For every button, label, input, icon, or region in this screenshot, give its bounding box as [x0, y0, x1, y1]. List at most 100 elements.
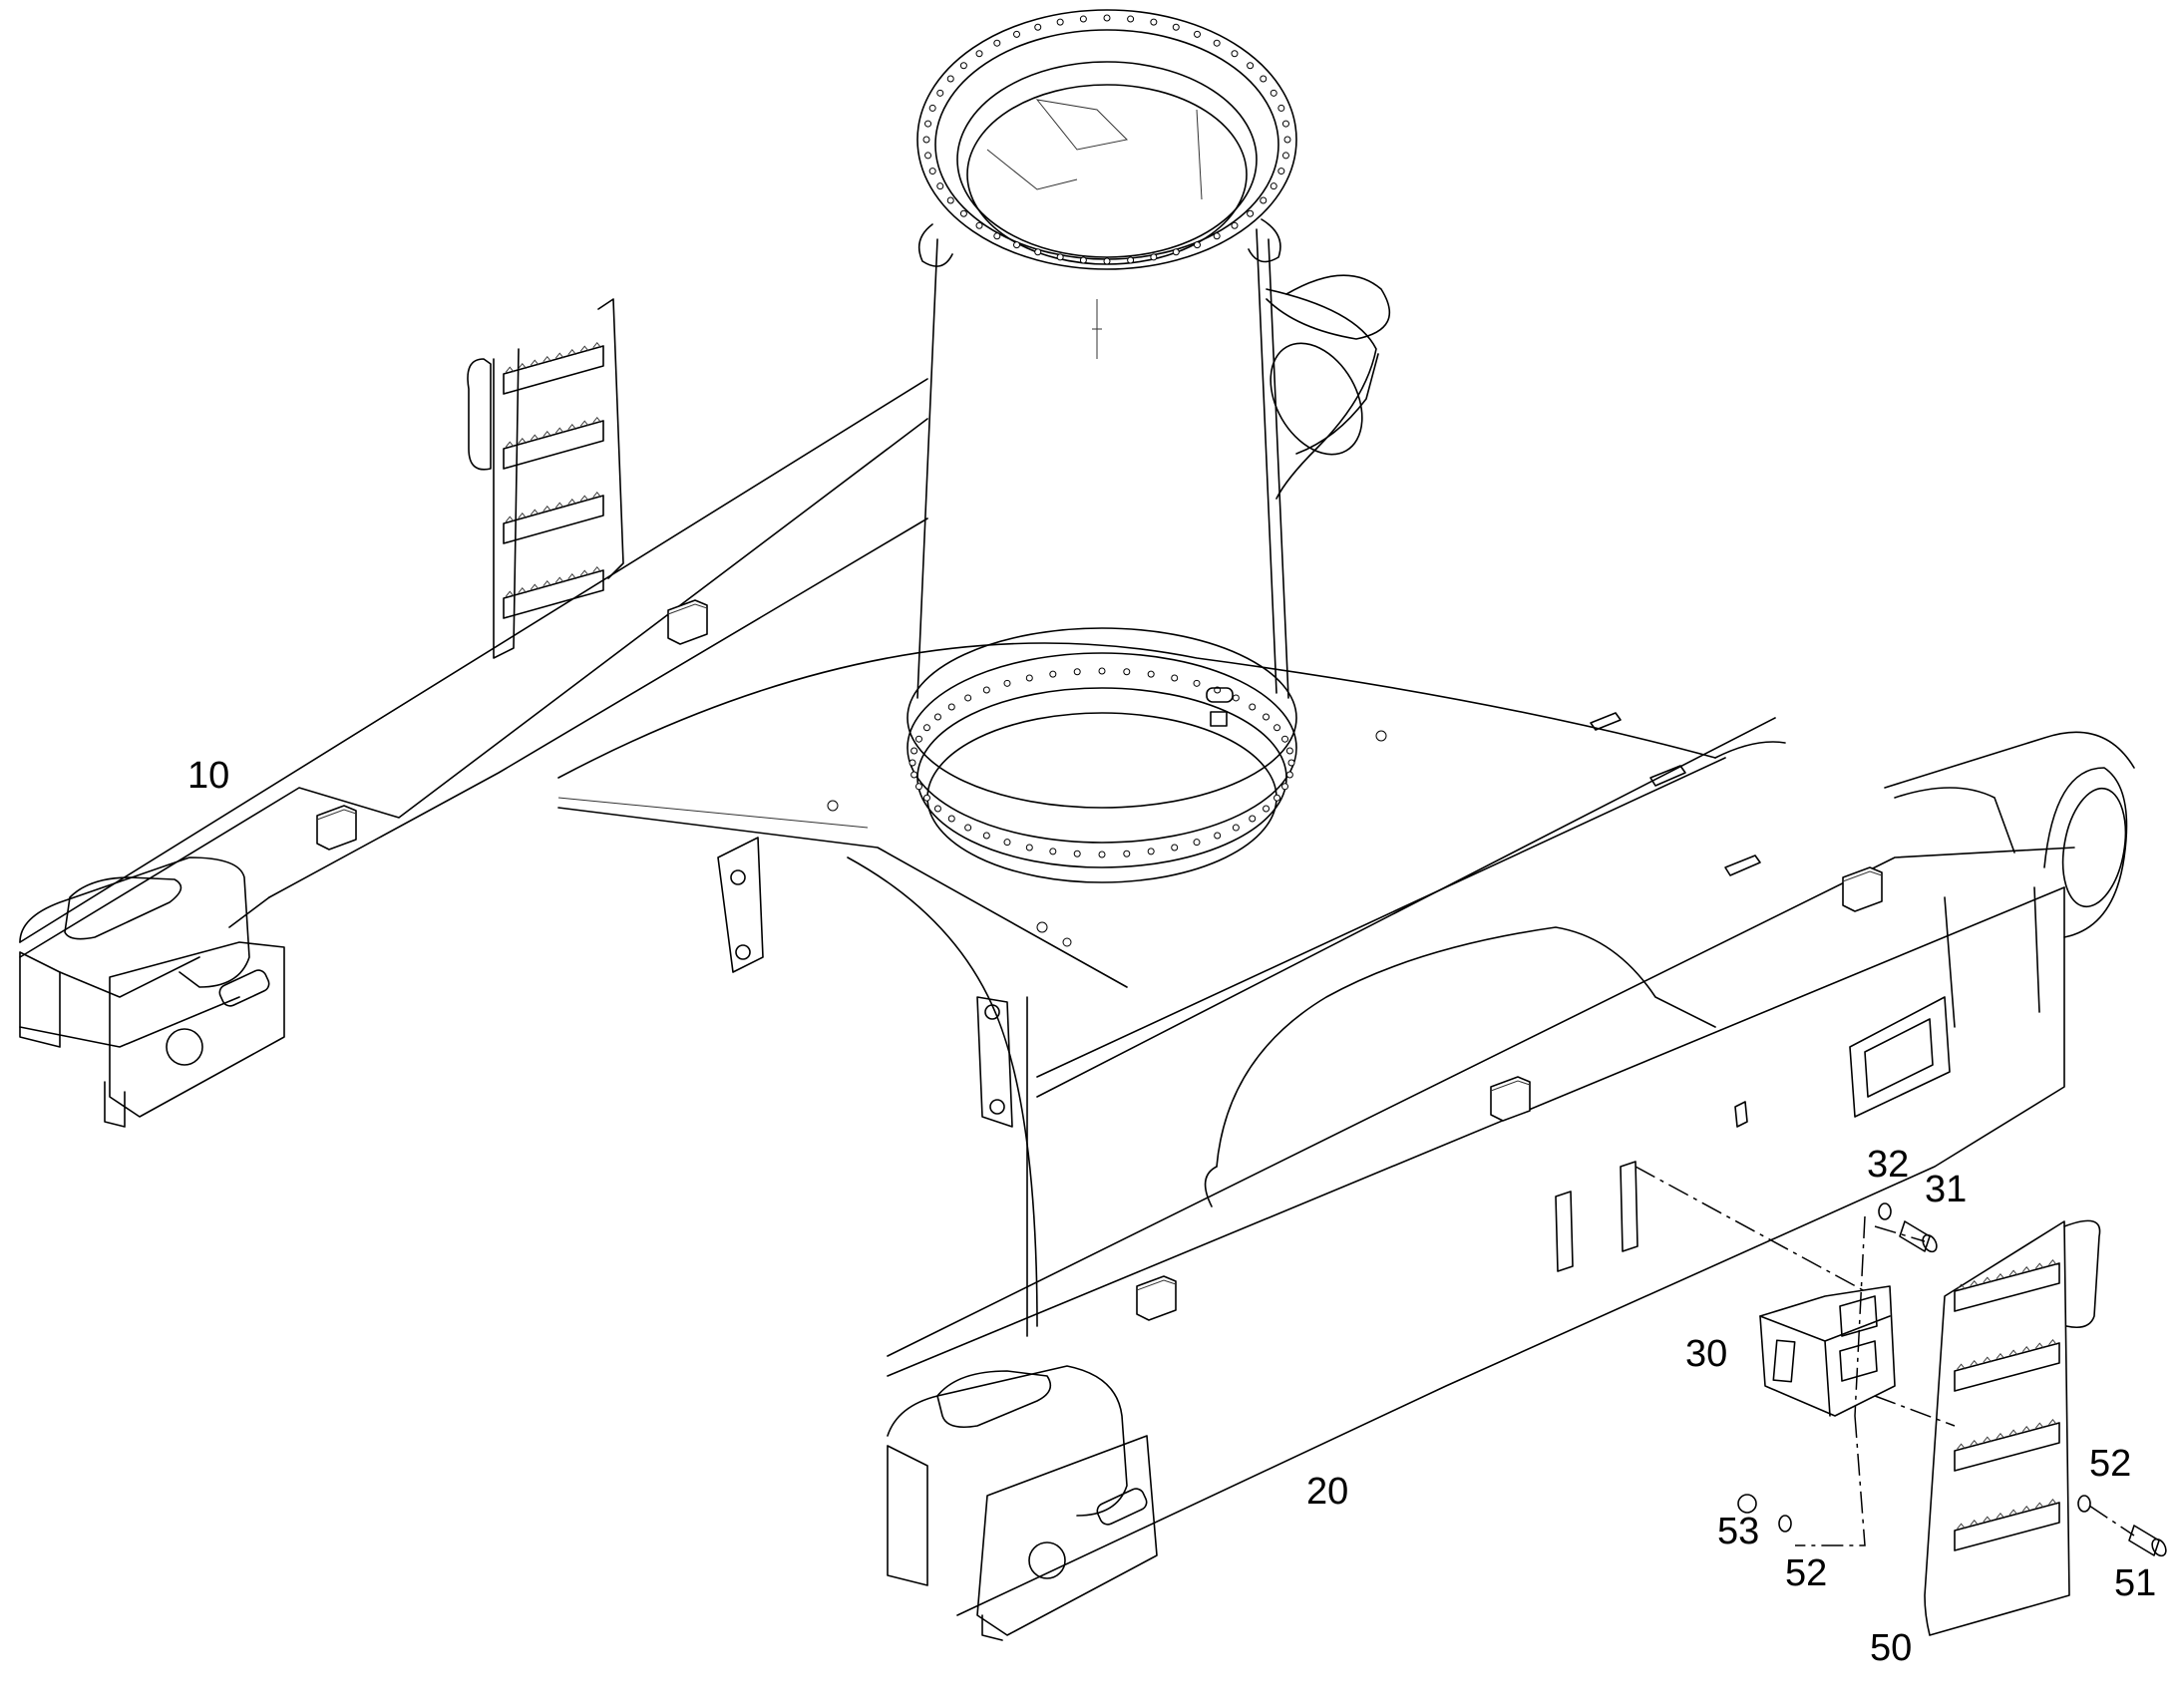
- bolt-hole: [1232, 694, 1240, 702]
- bolt-hole: [1231, 50, 1239, 58]
- washer-52: [2077, 1495, 2091, 1513]
- bolt-hole: [1049, 848, 1057, 855]
- bolt-hole: [1103, 257, 1111, 265]
- ladder-steps: [1954, 1258, 2060, 1551]
- bolt-hole: [1098, 667, 1106, 675]
- bolt-hole: [1281, 152, 1289, 160]
- bolt-hole: [1025, 674, 1033, 682]
- bolt-hole: [1123, 850, 1131, 857]
- callout-10: 10: [187, 755, 229, 797]
- ladder-step-teeth: [505, 565, 602, 597]
- bolt-hole: [946, 75, 954, 83]
- bolt-hole: [993, 39, 1001, 47]
- bolt-hole: [1034, 23, 1042, 31]
- bolt-hole: [1249, 815, 1257, 823]
- flange-bolt-holes-bottom: [908, 667, 1295, 858]
- bolt-hole: [1034, 248, 1042, 256]
- bolt-hole: [1214, 832, 1222, 840]
- ladder-step: [503, 420, 604, 470]
- bolt-hole: [936, 182, 944, 190]
- ladder-step: [503, 345, 604, 395]
- bolt-hole: [982, 832, 990, 840]
- bolt-hole: [1260, 75, 1268, 83]
- bolt-hole: [1127, 256, 1135, 264]
- bolt-hole: [910, 771, 918, 779]
- ladder-part-50: [1924, 1219, 2101, 1636]
- callout-31: 31: [1925, 1169, 1967, 1210]
- bolt-hole: [914, 735, 922, 743]
- bolt-hole: [975, 221, 983, 229]
- bolt-hole: [1285, 747, 1293, 755]
- bolt-hole: [1281, 783, 1289, 791]
- bolt-hole: [908, 759, 916, 767]
- callout-50: 50: [1870, 1627, 1912, 1669]
- bolt-hole: [993, 232, 1001, 240]
- bolt-hole: [1273, 724, 1281, 732]
- bolt-hole: [914, 783, 922, 791]
- ladder-step-teeth: [1957, 1338, 2057, 1370]
- bolt-hole: [1287, 759, 1295, 767]
- ladder-step: [1954, 1502, 2060, 1551]
- callout-52-b: 52: [1785, 1552, 1827, 1594]
- bolt-hole: [1285, 771, 1293, 779]
- bolt-hole: [1171, 844, 1179, 852]
- ladder-step-teeth: [505, 416, 602, 448]
- bolt-hole: [1098, 851, 1106, 858]
- bolt-hole: [1150, 18, 1158, 26]
- beam-pad: [1136, 1275, 1177, 1321]
- nut-53: [1737, 1494, 1757, 1514]
- callout-32: 32: [1867, 1144, 1909, 1186]
- bolt-hole: [975, 50, 983, 58]
- bolt-hole: [1232, 824, 1240, 832]
- callout-53: 53: [1717, 1511, 1759, 1552]
- bolt-hole: [1270, 89, 1277, 97]
- bolt-hole: [936, 89, 944, 97]
- bolt-hole: [1260, 196, 1268, 204]
- bolt-hole: [1194, 241, 1201, 249]
- bolt-hole: [1283, 136, 1291, 144]
- bolt-hole: [1249, 703, 1257, 711]
- callout-52-a: 52: [2089, 1443, 2131, 1485]
- bolt-hole: [1079, 256, 1087, 264]
- bolt-hole: [1049, 670, 1057, 678]
- bracket-part-30: [1759, 1285, 1896, 1417]
- ladder-step-teeth: [505, 341, 602, 373]
- bolt-hole: [1025, 844, 1033, 852]
- callout-20: 20: [1306, 1471, 1348, 1513]
- bolt-hole: [1277, 168, 1285, 175]
- bolt-hole: [959, 62, 967, 70]
- ladder-step: [1954, 1342, 2060, 1392]
- rear-pivot-housing: [1266, 274, 1391, 500]
- bolt-hole: [928, 168, 936, 175]
- bolt-hole: [1103, 14, 1111, 22]
- bolt-hole: [1247, 209, 1255, 217]
- bolt-hole: [1247, 62, 1255, 70]
- ladder-step-teeth: [1957, 1418, 2057, 1450]
- bolt-hole: [1231, 221, 1239, 229]
- bolt-hole: [1127, 15, 1135, 23]
- bolt-hole: [1056, 253, 1064, 261]
- ladder-step-teeth: [1957, 1258, 2057, 1290]
- bolt-hole: [1193, 679, 1201, 687]
- ladder-steps: [503, 341, 604, 619]
- beam-pad: [1490, 1076, 1531, 1122]
- bolt-hole: [922, 136, 930, 144]
- bolt-hole: [924, 120, 932, 128]
- bolt-hole: [1123, 668, 1131, 676]
- bolt-hole: [1073, 668, 1081, 676]
- bolt-hole: [1147, 670, 1155, 678]
- bolt-hole: [922, 724, 930, 732]
- ladder-step-teeth: [1957, 1498, 2057, 1530]
- bolt-hole: [922, 794, 930, 802]
- bolt-hole: [1172, 248, 1180, 256]
- bolt-hole: [1263, 713, 1271, 721]
- ladder-step: [1954, 1422, 2060, 1472]
- callout-30: 30: [1685, 1333, 1727, 1375]
- bolt-hole: [964, 694, 972, 702]
- washer-52: [1778, 1515, 1792, 1533]
- ladder-step: [503, 569, 604, 619]
- bolt-hole: [1277, 104, 1285, 112]
- bolt-hole: [1213, 39, 1221, 47]
- bolt-hole: [1079, 15, 1087, 23]
